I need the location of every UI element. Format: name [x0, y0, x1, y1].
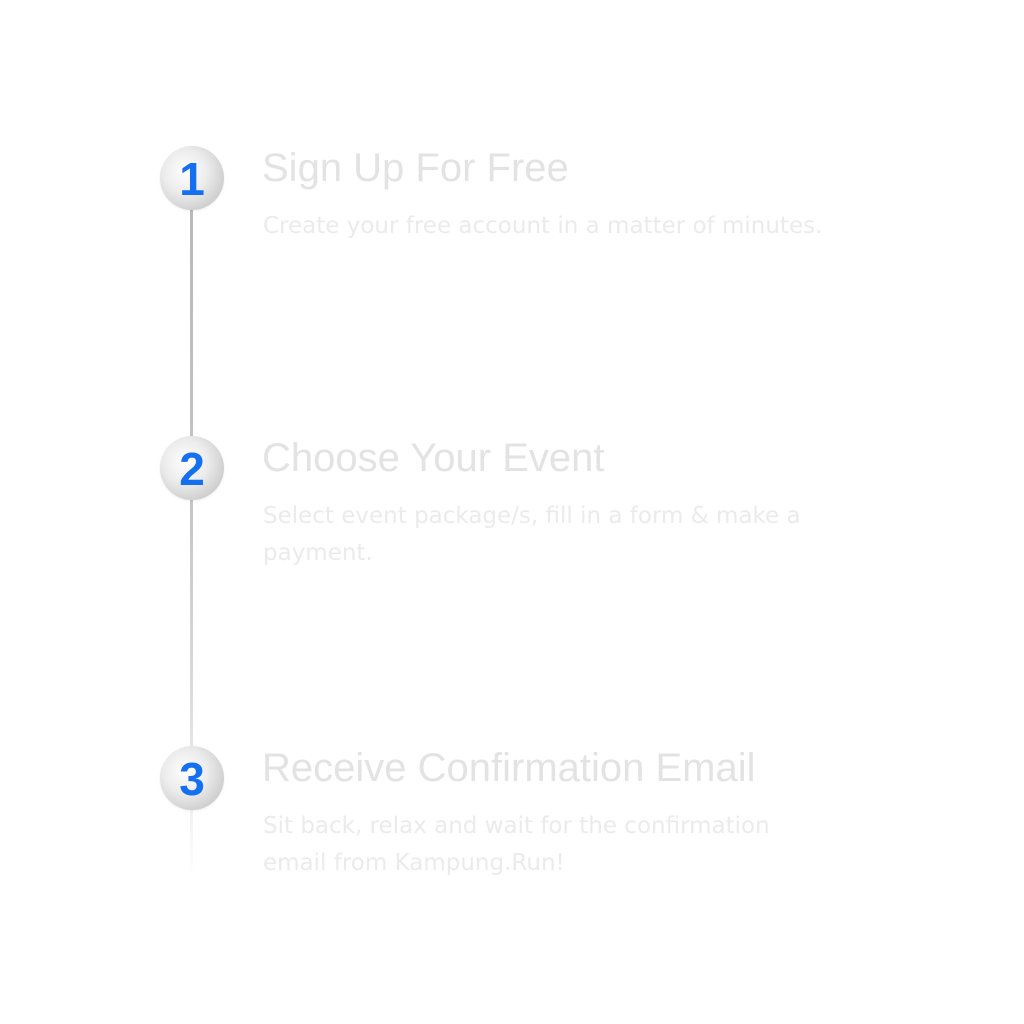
step-number: 1	[179, 153, 205, 205]
step-number-badge: 2	[160, 436, 224, 500]
step-number-badge: 1	[160, 146, 224, 210]
step-number: 2	[179, 443, 205, 495]
step-title: Sign Up For Free	[262, 146, 569, 190]
step-number: 3	[179, 753, 205, 805]
step-description: Sit back, relax and wait for the confirm…	[263, 813, 770, 876]
step-description: Create your free account in a matter of …	[263, 213, 823, 239]
step-description: Select event package/s, fill in a form &…	[263, 503, 801, 566]
step-title: Choose Your Event	[262, 436, 605, 480]
step-title: Receive Confirmation Email	[262, 746, 756, 790]
timeline-connector-line	[190, 178, 193, 878]
step-number-badge: 3	[160, 746, 224, 810]
